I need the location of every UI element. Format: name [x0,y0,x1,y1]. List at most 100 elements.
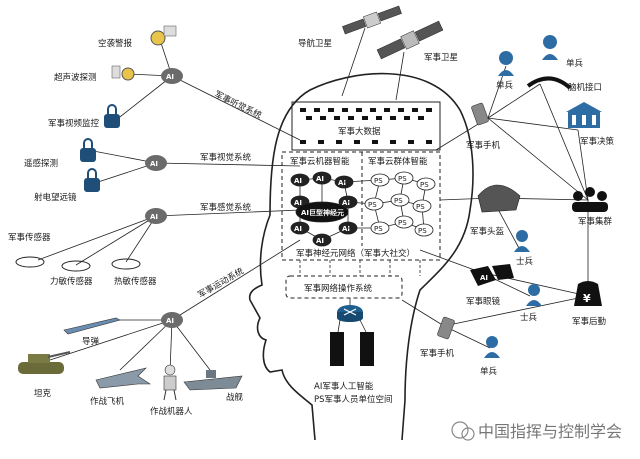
ps-node-cluster [343,171,436,237]
svg-text:AI: AI [480,274,488,282]
net-os-label: 军事网络操作系统 [304,283,373,294]
fighter-label: 士兵 [516,256,534,267]
ai-hub-motion: AI [161,312,183,328]
fighter-icon [514,230,530,252]
svg-text:PS: PS [420,181,429,189]
ai-core-label: AI巨型神经元 [301,208,344,217]
svg-text:PS: PS [398,175,407,183]
ai-hub-hearing: AI [161,68,183,84]
ai-hub-sensing: AI [145,208,167,224]
ai-node-labels: AI AI AI AI AI AI AI AI AI巨型神经元 [294,175,350,245]
robot-icon [163,364,177,401]
satellite-icon [376,20,444,60]
decision-label: 军事决策 [580,136,615,147]
fighter-jet-icon [95,367,151,389]
router-icon [337,305,363,322]
motion-item: 战舰 [226,392,244,403]
server-icon [360,332,374,366]
remote-sensing-icon [80,138,96,162]
ai-hub-vision: AI [145,155,167,171]
phone-label: 军事手机 [466,140,501,151]
phone-label: 军事手机 [420,348,455,359]
sensing-item: 热敏传感器 [114,276,157,287]
motion-item: 作战飞机 [90,396,125,407]
svg-text:PS: PS [416,203,425,211]
sensor-icon [111,258,141,270]
svg-text:AI: AI [316,175,324,183]
svg-text:PS: PS [368,201,377,209]
motion-item: 作战机器人 [150,406,193,417]
logistics-label: 军事后勤 [572,316,607,327]
glasses-label: 军事眼镜 [466,296,501,307]
svg-text:¥: ¥ [583,292,591,305]
svg-text:AI: AI [342,199,350,207]
sensing-item: 军事传感器 [8,232,51,243]
bci-headset-icon [526,76,572,90]
hearing-item: 超声波探测 [54,72,97,83]
hearing-system-label: 军事听觉系统 [213,89,264,121]
legend-ps: PS军事人员单位空间 [314,394,393,405]
bci-label: 脑机接口 [568,82,602,93]
motion-item: 导弹 [82,336,100,347]
svg-text:AI: AI [316,237,324,245]
neural-net-label: 军事神经元网络（军事大社交） [296,248,415,259]
missile-icon [63,317,121,335]
svg-text:AI: AI [342,225,350,233]
fighter-label: 士兵 [520,312,538,323]
cluster-label: 军事集群 [578,216,613,227]
right-soldier-label: 单兵 [566,58,584,69]
tank-icon [18,351,71,374]
mil-satellite-label: 军事卫星 [424,52,458,63]
sensing-system-label: 军事感觉系统 [200,202,252,213]
svg-text:PS: PS [418,227,427,235]
big-data-label: 军事大数据 [338,126,381,137]
svg-text:AI: AI [166,317,174,325]
server-icon [330,332,344,366]
phone-icon [471,102,489,126]
right-soldier-label: 单兵 [480,366,498,377]
soldier-icon [484,336,500,358]
sensing-item: 力敏传感器 [50,276,93,287]
glasses-icon: AI [470,264,514,286]
motion-item: 坦克 [34,389,52,399]
cluster-icon [572,187,608,212]
decision-building-icon [566,102,602,128]
svg-text:AI: AI [294,177,302,185]
cloud-group-label: 军事云群体智能 [368,156,428,167]
svg-text:AI: AI [150,213,158,221]
right-soldier-label: 单兵 [496,80,514,91]
hearing-item: 空袭警报 [98,38,133,49]
soldier-icon [498,51,514,76]
svg-text:AI: AI [166,73,174,81]
siren-icon [150,25,177,46]
warship-icon [183,370,243,391]
svg-text:PS: PS [394,197,403,205]
watermark-text: 中国指挥与控制学会 [478,422,622,441]
camera-lock-icon [104,104,120,128]
wechat-icon [451,421,475,441]
vision-system-label: 军事视觉系统 [200,152,252,163]
helmet-label: 军事头盔 [470,226,505,237]
soldier-icon [526,284,542,306]
motion-system-label: 军事运动系统 [196,265,246,300]
cloud-machine-label: 军事云机器智能 [290,156,350,167]
sensor-icon [61,260,91,272]
svg-text:PS: PS [374,177,383,185]
svg-text:AI: AI [338,179,346,187]
svg-text:PS: PS [398,219,407,227]
soldier-icon [542,35,558,60]
sonar-icon [111,65,135,81]
big-data-box: 军事大数据 [291,101,441,151]
ps-node-labels: PS PS PS PS PS PS PS PS PS [368,175,429,235]
legend-ai: AI军事人工智能 [314,381,374,392]
ai-node-cluster [290,171,358,247]
hearing-item: 军事视频监控 [48,118,100,129]
helmet-icon [477,184,521,213]
sensor-icon [15,256,45,268]
svg-text:AI: AI [294,225,302,233]
svg-text:AI: AI [294,199,302,207]
telescope-icon [84,168,100,192]
svg-text:PS: PS [374,225,383,233]
logistics-money-icon: ¥ [574,281,602,306]
